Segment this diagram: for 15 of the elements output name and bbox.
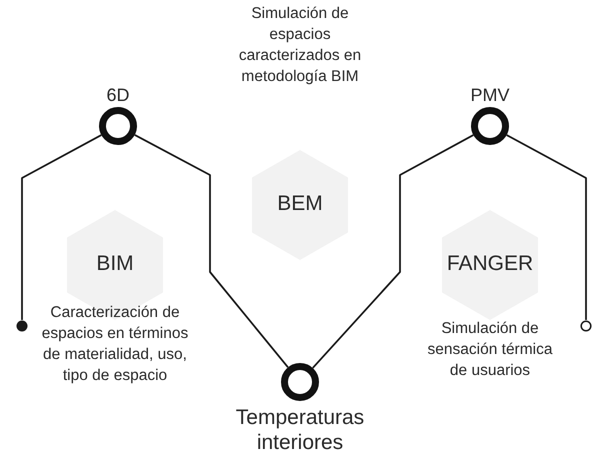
milestone-label: PMV xyxy=(469,84,510,106)
endpoint-dot xyxy=(580,320,592,332)
hexagon-label: BIM xyxy=(95,252,135,276)
milestone-label: Temperaturas interiores xyxy=(234,405,366,455)
hexagon-label: BEM xyxy=(276,192,324,216)
connector-line xyxy=(134,134,289,368)
milestone-label: 6D xyxy=(105,84,130,106)
description-text: Simulación de espacios caracterizados en metodología BIM xyxy=(238,4,362,87)
connector-line xyxy=(312,134,474,369)
hexagon-label: FANGER xyxy=(446,252,534,276)
description-text: Simulación de sensación térmica de usuarios xyxy=(426,319,554,381)
description-text: Caracterización de espacios en términos de materialidad, uso, tipo de espacio xyxy=(40,303,190,386)
connector-line xyxy=(21,134,102,320)
endpoint-dot xyxy=(16,320,28,332)
connector-line xyxy=(506,134,587,320)
